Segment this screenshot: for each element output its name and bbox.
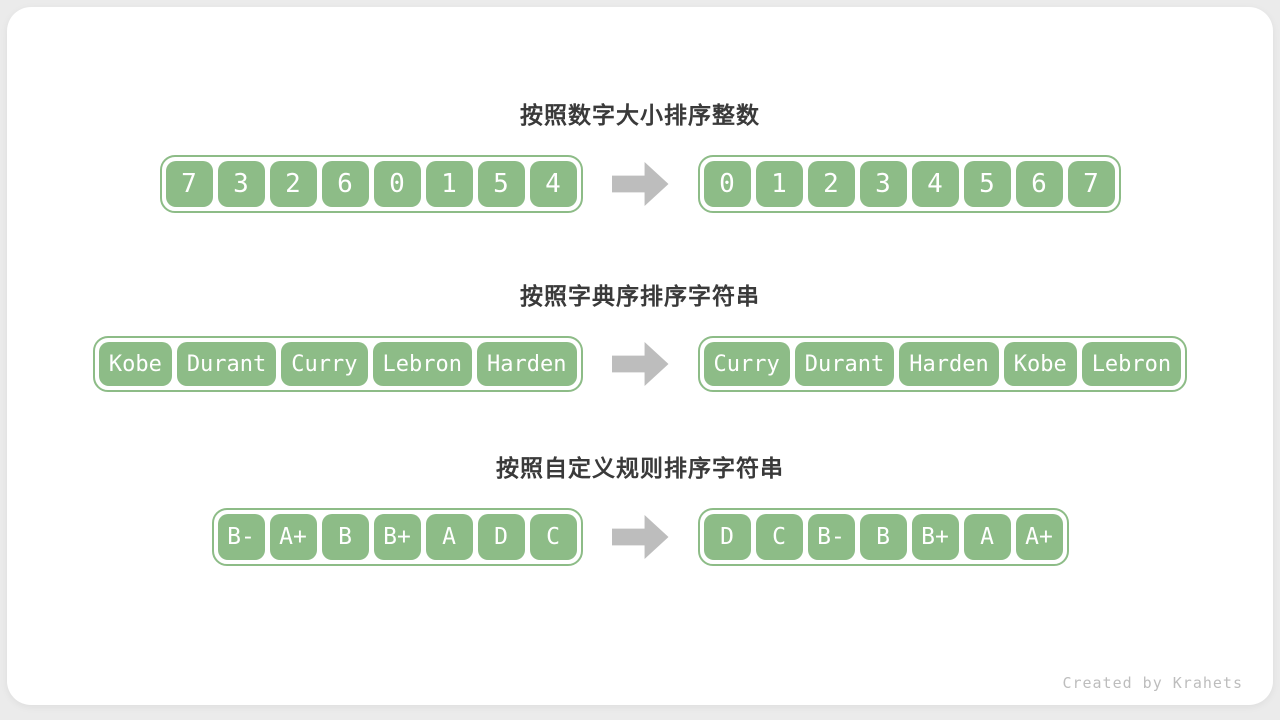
array-cell: 6 — [1015, 161, 1063, 207]
right-arrow-icon — [611, 342, 669, 386]
array-cell: 1 — [425, 161, 473, 207]
array-cell: A+ — [1015, 514, 1063, 560]
array-cell: A+ — [269, 514, 317, 560]
array-cell: 6 — [321, 161, 369, 207]
array-cell: 3 — [217, 161, 265, 207]
array-cell: 7 — [1067, 161, 1115, 207]
section-title: 按照字典序排序字符串 — [520, 283, 760, 309]
array-cell: D — [703, 514, 751, 560]
array-cell: B+ — [373, 514, 421, 560]
array-cell: Harden — [899, 342, 999, 386]
array-cell: B+ — [911, 514, 959, 560]
array-cell: 3 — [859, 161, 907, 207]
credit-text: Created by Krahets — [1062, 674, 1243, 692]
array-cell: 1 — [755, 161, 803, 207]
array-cell: Durant — [794, 342, 895, 386]
array-cell: B — [321, 514, 369, 560]
array-cell: Curry — [281, 342, 368, 386]
array-cell: 2 — [269, 161, 317, 207]
array-cell: Kobe — [98, 342, 172, 386]
array-cell: C — [755, 514, 803, 560]
array-cell: 0 — [703, 161, 751, 207]
array-cell: 2 — [807, 161, 855, 207]
array-cell: Lebron — [1081, 342, 1182, 386]
array-cell: C — [529, 514, 577, 560]
array-cell: Durant — [176, 342, 277, 386]
array-cell: A — [963, 514, 1011, 560]
right-arrow-icon — [611, 515, 669, 559]
section-title: 按照数字大小排序整数 — [520, 102, 760, 128]
array-cell: B- — [217, 514, 265, 560]
right-arrow-icon — [611, 162, 669, 206]
array-cell: 4 — [911, 161, 959, 207]
section-title: 按照自定义规则排序字符串 — [496, 455, 784, 481]
array-cell: 7 — [165, 161, 213, 207]
array-cell: 5 — [477, 161, 525, 207]
array-cell: Curry — [703, 342, 790, 386]
array-cell: Harden — [477, 342, 577, 386]
array-cell: B- — [807, 514, 855, 560]
array-cell: Kobe — [1003, 342, 1077, 386]
array-cell: 5 — [963, 161, 1011, 207]
array-cell: Lebron — [372, 342, 473, 386]
array-cell: D — [477, 514, 525, 560]
array-cell: B — [859, 514, 907, 560]
array-cell: 4 — [529, 161, 577, 207]
array-cell: A — [425, 514, 473, 560]
array-cell: 0 — [373, 161, 421, 207]
